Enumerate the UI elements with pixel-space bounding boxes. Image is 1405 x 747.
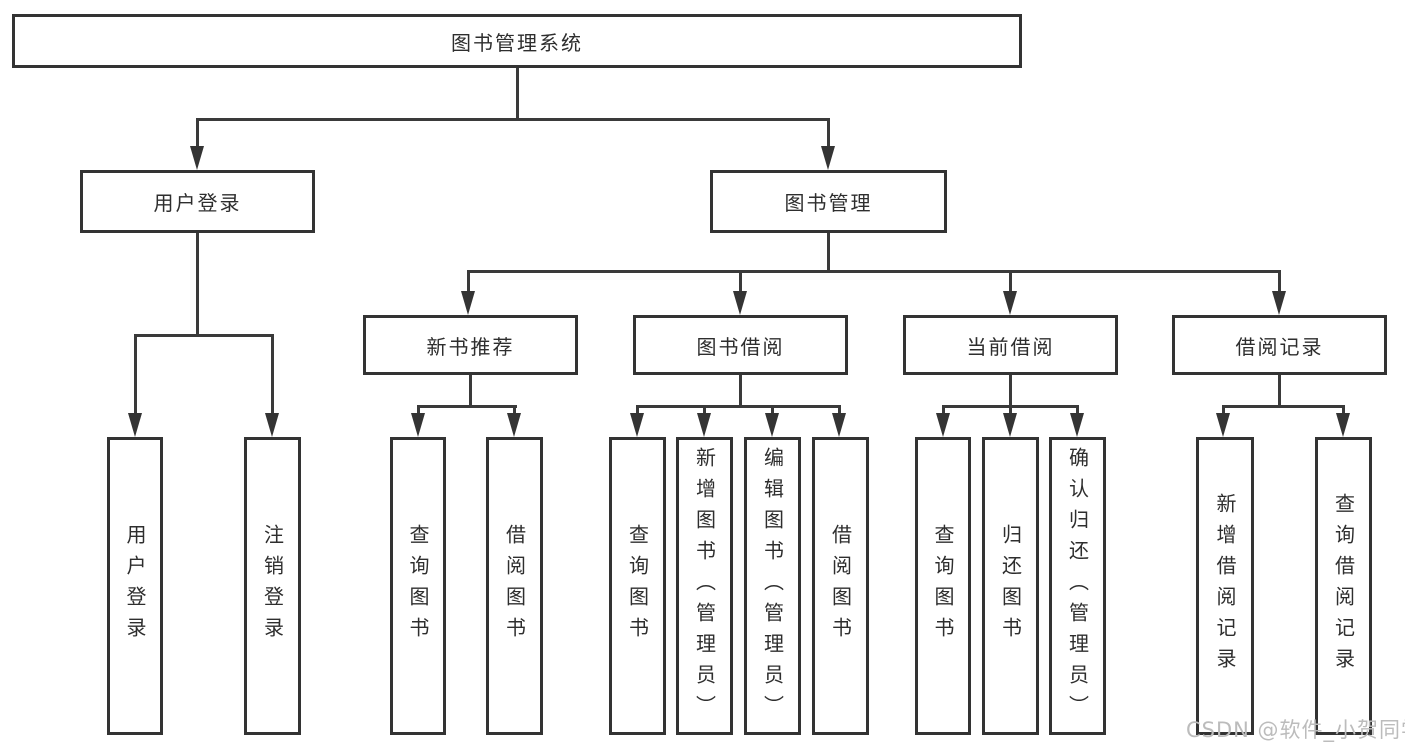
arrow-down-icon: [1336, 413, 1350, 437]
connector-line: [1009, 270, 1012, 294]
connector-line: [271, 334, 274, 416]
arrow-down-icon: [1272, 291, 1286, 315]
arrow-down-icon: [821, 146, 835, 170]
connector-line: [1278, 375, 1281, 408]
leaf-query-borrow-record: 查询借阅记录: [1315, 437, 1372, 735]
connector-line: [827, 233, 830, 273]
connector-line: [838, 405, 841, 417]
node-new-book-recommend: 新书推荐: [363, 315, 578, 375]
connector-line: [417, 405, 420, 417]
leaf-confirm-return-admin: 确认归还（管理员）: [1049, 437, 1106, 735]
connector-line: [516, 68, 519, 121]
node-root: 图书管理系统: [12, 14, 1022, 68]
connector-line: [827, 118, 830, 152]
arrow-down-icon: [765, 413, 779, 437]
arrow-down-icon: [265, 413, 279, 437]
leaf-return-books: 归还图书: [982, 437, 1039, 735]
arrow-down-icon: [832, 413, 846, 437]
arrow-down-icon: [1216, 413, 1230, 437]
leaf-logout: 注销登录: [244, 437, 301, 735]
leaf-query-books-recommend: 查询图书: [390, 437, 446, 735]
connector-line: [1222, 405, 1344, 408]
arrow-down-icon: [128, 413, 142, 437]
leaf-query-books-borrow: 查询图书: [609, 437, 666, 735]
csdn-watermark: CSDN @软件_小贺同学: [1186, 718, 1405, 742]
connector-line: [196, 233, 199, 336]
connector-line: [1009, 405, 1012, 417]
connector-line: [1009, 375, 1012, 408]
arrow-down-icon: [461, 291, 475, 315]
leaf-user-login: 用户登录: [107, 437, 163, 735]
leaf-query-books-current: 查询图书: [915, 437, 971, 735]
connector-line: [739, 375, 742, 408]
arrow-down-icon: [411, 413, 425, 437]
connector-line: [196, 118, 830, 121]
node-book-borrow: 图书借阅: [633, 315, 848, 375]
leaf-add-borrow-record: 新增借阅记录: [1196, 437, 1254, 735]
connector-line: [636, 405, 639, 417]
node-borrow-records: 借阅记录: [1172, 315, 1387, 375]
arrow-down-icon: [190, 146, 204, 170]
connector-line: [1278, 270, 1281, 294]
connector-line: [1342, 405, 1345, 417]
connector-line: [513, 405, 516, 417]
connector-line: [196, 118, 199, 152]
arrow-down-icon: [1070, 413, 1084, 437]
connector-line: [739, 270, 742, 294]
connector-line: [636, 405, 840, 408]
node-book-management: 图书管理: [710, 170, 947, 233]
connector-line: [1076, 405, 1079, 417]
arrow-down-icon: [1003, 413, 1017, 437]
arrow-down-icon: [507, 413, 521, 437]
connector-line: [134, 334, 137, 416]
connector-line: [771, 405, 774, 417]
connector-line: [467, 270, 470, 294]
leaf-edit-book-admin: 编辑图书（管理员）: [744, 437, 801, 735]
leaf-add-book-admin: 新增图书（管理员）: [676, 437, 733, 735]
arrow-down-icon: [630, 413, 644, 437]
connector-line: [469, 375, 472, 408]
connector-line: [942, 405, 945, 417]
connector-line: [134, 334, 274, 337]
leaf-borrow-books: 借阅图书: [812, 437, 869, 735]
leaf-borrow-books-recommend: 借阅图书: [486, 437, 543, 735]
arrow-down-icon: [733, 291, 747, 315]
connector-line: [417, 405, 517, 408]
connector-line: [1222, 405, 1225, 417]
arrow-down-icon: [1003, 291, 1017, 315]
arrow-down-icon: [697, 413, 711, 437]
node-user-login-module: 用户登录: [80, 170, 315, 233]
node-current-borrow: 当前借阅: [903, 315, 1118, 375]
arrow-down-icon: [936, 413, 950, 437]
connector-line: [467, 270, 1281, 273]
connector-line: [703, 405, 706, 417]
